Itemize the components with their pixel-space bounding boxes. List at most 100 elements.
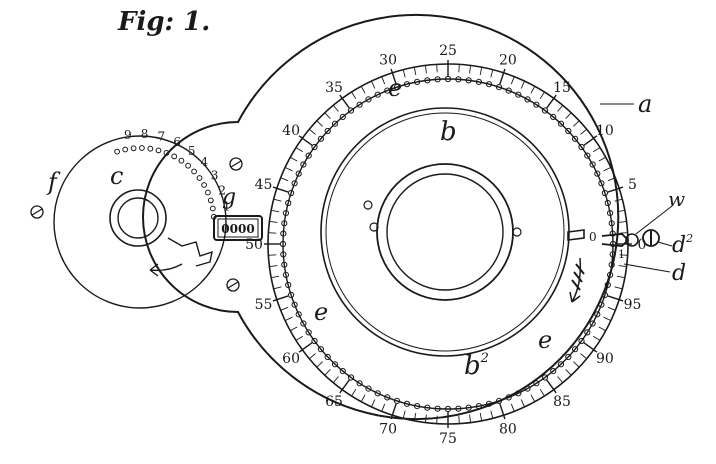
minor-tick <box>479 67 483 76</box>
scale-label-85: 85 <box>553 394 571 410</box>
scale-pin <box>280 230 287 237</box>
small-tooth <box>122 146 129 153</box>
small-tooth <box>147 145 154 152</box>
scale-pin <box>607 210 614 217</box>
minor-tick <box>557 376 564 383</box>
small-tooth <box>155 147 162 154</box>
small-digit-3: 3 <box>211 168 219 182</box>
minor-tick <box>530 394 536 402</box>
minor-tick <box>490 69 494 78</box>
scale-pin <box>424 77 431 84</box>
scale-pin <box>374 91 381 98</box>
scale-pin <box>594 311 601 318</box>
scale-pin <box>444 405 452 413</box>
scale-pin <box>285 281 292 289</box>
minor-tick <box>580 128 587 135</box>
leader-w <box>635 205 673 235</box>
label-w: w <box>668 187 685 211</box>
label-d2: d2 <box>672 232 693 258</box>
minor-tick <box>309 353 316 360</box>
scale-pin <box>356 101 363 108</box>
pointer-zero: 0 <box>589 230 597 244</box>
small-dial-teeth <box>114 145 217 220</box>
small-tooth <box>114 148 120 155</box>
label-e-left: e <box>314 298 328 326</box>
scale-pin <box>515 390 522 397</box>
scale-pin <box>557 120 565 127</box>
screw-head-left <box>30 205 44 219</box>
minor-tick <box>302 344 310 351</box>
minor-tick <box>381 403 386 412</box>
scale-pin <box>444 75 452 83</box>
scale-label-20: 20 <box>499 53 517 69</box>
dial-face-rim <box>282 78 614 410</box>
scale-label-70: 70 <box>379 422 397 438</box>
scale-pin <box>281 261 288 268</box>
rivet-c <box>512 227 522 237</box>
minor-tick <box>565 369 572 376</box>
scale-pin <box>584 152 591 159</box>
scale-pin <box>339 368 346 375</box>
label-b2: b2 <box>464 351 489 381</box>
minor-tick <box>413 67 417 76</box>
scale-pin <box>578 143 585 151</box>
minor-tick <box>611 296 620 301</box>
scale-pin <box>541 374 549 381</box>
figure-title: Fig: 1. <box>117 7 210 37</box>
minor-tick <box>302 137 310 144</box>
scale-pin <box>604 199 611 207</box>
scale-pin <box>465 404 472 411</box>
small-dial-plate <box>53 135 227 309</box>
scale-pin <box>365 385 372 392</box>
minor-tick <box>500 72 505 81</box>
scale-pin <box>607 271 614 278</box>
minor-tick <box>402 410 406 419</box>
minor-tick <box>436 415 438 424</box>
small-digit-9: 9 <box>124 128 132 142</box>
scale-pin <box>305 329 312 336</box>
scale-label-10: 10 <box>596 123 614 139</box>
small-tooth <box>139 145 145 151</box>
scale-pin <box>305 152 312 159</box>
label-b: b <box>440 117 457 147</box>
small-digit-5: 5 <box>188 144 196 158</box>
minor-tick <box>360 86 366 94</box>
minor-tick <box>548 98 555 106</box>
counter-window-inner <box>217 218 259 238</box>
scale-pin <box>414 403 421 410</box>
minor-tick <box>458 64 460 73</box>
scale-pin <box>356 380 363 387</box>
minor-tick <box>424 414 427 423</box>
minor-tick <box>284 316 293 322</box>
minor-tick <box>510 403 515 412</box>
scale-pin <box>550 368 557 375</box>
scale-label-95: 95 <box>624 297 642 313</box>
minor-tick <box>280 177 289 182</box>
pivot-screw-top <box>229 157 243 171</box>
scale-pin <box>288 189 295 197</box>
scale-pin <box>524 385 531 392</box>
rivet-b <box>369 222 379 232</box>
small-tooth <box>185 162 192 169</box>
scale-pin <box>541 107 549 114</box>
minor-tick <box>603 316 612 322</box>
minor-tick <box>479 412 483 421</box>
minor-tick <box>324 112 331 119</box>
minor-tick <box>607 306 616 311</box>
scale-label-75: 75 <box>439 431 457 447</box>
minor-tick <box>269 220 278 223</box>
scale-pin <box>331 361 339 368</box>
scale-pin <box>598 301 605 308</box>
minor-tick <box>269 265 278 268</box>
minor-tick <box>565 112 572 119</box>
minor-tick <box>586 137 594 144</box>
pivot-stud <box>625 233 639 247</box>
scale-pin <box>533 101 540 108</box>
minor-tick <box>316 120 323 127</box>
rivet-a <box>363 200 373 210</box>
scale-label-5: 5 <box>628 177 637 193</box>
small-digit-1: 1 <box>223 200 231 214</box>
scale-pin <box>403 400 411 407</box>
minor-tick <box>271 209 280 213</box>
